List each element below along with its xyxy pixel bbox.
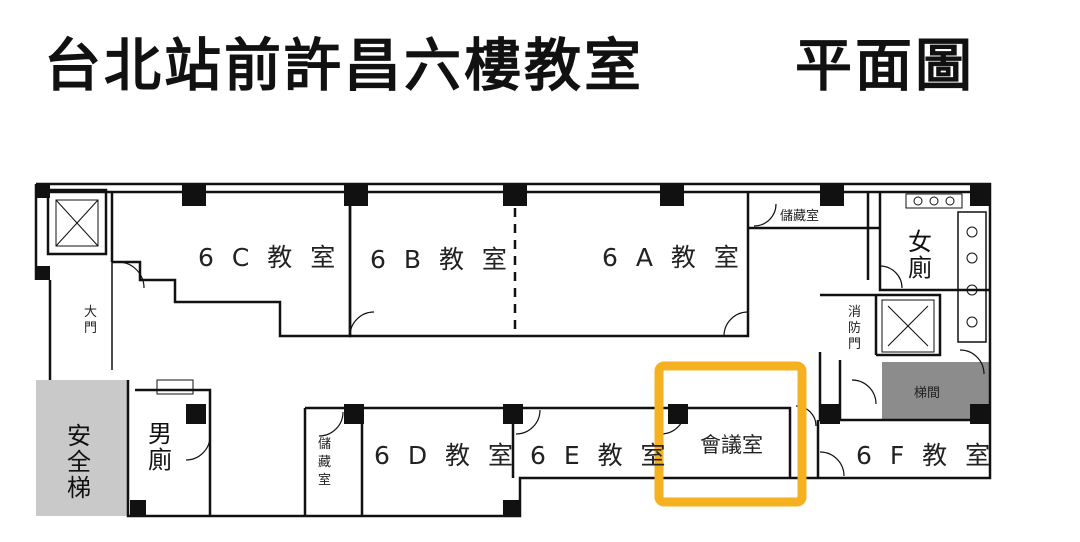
room-6d-label: 6 D 教 室: [374, 441, 518, 470]
storage-left-label-1: 儲: [318, 437, 331, 452]
room-6f-label: 6 F 教 室: [856, 441, 995, 470]
plan-subtitle: 平面圖: [795, 33, 975, 99]
room-6b-label: 6 B 教 室: [370, 245, 512, 274]
columns: [36, 184, 990, 516]
womens-wc-label-2: 廁: [908, 254, 932, 282]
meeting-room-label: 會議室: [700, 433, 763, 457]
room-6a-label: 6 A 教 室: [602, 243, 744, 272]
fire-door-label-3: 門: [848, 337, 861, 352]
safety-stairs-label-2: 全: [67, 448, 91, 476]
fire-door-label-1: 消: [848, 305, 861, 320]
womens-wc-label-1: 女: [908, 228, 932, 256]
fire-door-label-2: 防: [848, 320, 861, 336]
stair-hall-label: 梯間: [914, 386, 940, 401]
safety-stairs-label-3: 梯: [67, 474, 91, 502]
room-6c-label: 6 C 教 室: [198, 243, 340, 272]
mens-wc-label-1: 男: [148, 420, 172, 448]
safety-stairs-label-1: 安: [67, 422, 91, 450]
safety-stairwell-area: [36, 380, 128, 516]
room-6e-label: 6 E 教 室: [530, 441, 671, 470]
mens-wc-label-2: 廁: [148, 446, 172, 474]
main-door-label-2: 門: [84, 321, 97, 336]
storage-left-label-2: 藏: [318, 455, 331, 470]
main-door-label-1: 大: [84, 305, 97, 320]
plan-title: 台北站前許昌六樓教室: [44, 33, 644, 99]
storage-left-label-3: 室: [318, 472, 331, 488]
storage-top-label: 儲藏室: [780, 208, 819, 224]
meeting-room-highlight: [654, 361, 807, 507]
